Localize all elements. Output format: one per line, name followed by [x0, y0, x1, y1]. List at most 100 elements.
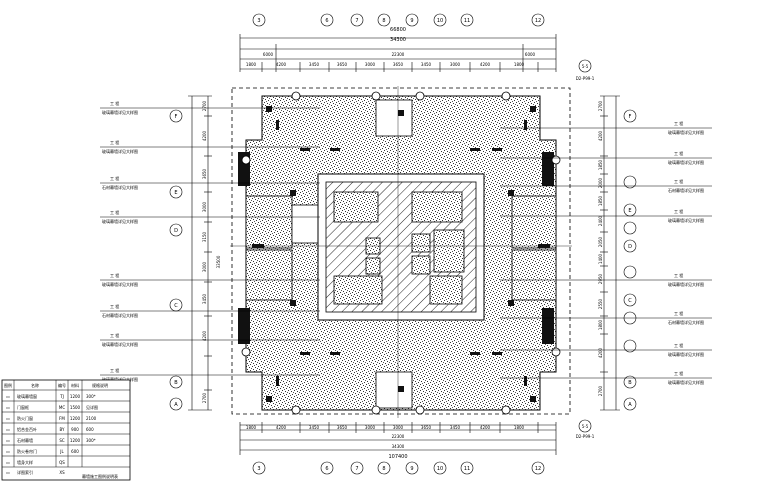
svg-text:1200: 1200 [70, 438, 81, 443]
corner-column [415, 91, 425, 101]
svg-text:B: B [628, 380, 632, 386]
svg-text:见详图: 见详图 [86, 404, 98, 410]
svg-text:E: E [174, 190, 177, 196]
right-segment-labels: 2700 4200 1850 2000 1850 2400 2050 1400 … [598, 100, 603, 396]
dim-top-overall: 66800 [390, 27, 406, 33]
svg-text:12: 12 [535, 18, 541, 24]
svg-text:3650: 3650 [421, 425, 432, 430]
svg-text:工 程: 工 程 [674, 150, 683, 156]
svg-text:1500: 1500 [70, 405, 81, 410]
svg-text:C: C [174, 303, 178, 309]
svg-text:4200: 4200 [276, 62, 287, 67]
svg-text:4200: 4200 [480, 62, 491, 67]
column-top-right [530, 106, 536, 112]
svg-text:8: 8 [382, 18, 385, 24]
dim-left-total: 33500 [216, 255, 221, 268]
svg-text:3000: 3000 [450, 62, 461, 67]
svg-text:A: A [174, 402, 178, 408]
svg-text:3000: 3000 [202, 261, 207, 272]
svg-text:▭: ▭ [6, 438, 10, 443]
svg-text:MC: MC [59, 405, 65, 410]
section-mark-top-label: 5-5 [582, 64, 589, 69]
svg-text:4200: 4200 [202, 330, 207, 341]
bottom-notch [375, 371, 413, 409]
core-lift-left-2 [365, 257, 381, 275]
svg-text:玻璃幕墙详见大样图: 玻璃幕墙详见大样图 [668, 217, 704, 223]
svg-text:D: D [628, 244, 632, 250]
svg-text:玻璃幕墙详见大样图: 玻璃幕墙详见大样图 [102, 109, 138, 115]
svg-text:防火卷帘门: 防火卷帘门 [17, 448, 37, 454]
svg-text:3000: 3000 [365, 62, 376, 67]
svg-text:6: 6 [325, 18, 328, 24]
svg-text:2700: 2700 [598, 100, 603, 111]
left-axis-labels: F E D C B A [174, 114, 178, 408]
svg-text:工 程: 工 程 [110, 332, 119, 338]
svg-text:4200: 4200 [202, 130, 207, 141]
svg-text:工 程: 工 程 [674, 272, 683, 278]
svg-text:3450: 3450 [202, 293, 207, 304]
right-axis-bubbles [623, 109, 637, 411]
svg-text:600: 600 [86, 427, 94, 432]
svg-text:JL: JL [59, 449, 64, 454]
svg-text:8: 8 [382, 466, 385, 472]
corner-column [551, 347, 561, 357]
svg-text:1800: 1800 [514, 425, 525, 430]
corner-column [291, 91, 301, 101]
shaft-left-bottom [238, 308, 250, 344]
corridor-left [291, 204, 319, 244]
svg-text:工 程: 工 程 [110, 272, 119, 278]
svg-text:3650: 3650 [337, 62, 348, 67]
column-bottom-left [266, 396, 272, 402]
core-stair-right [411, 191, 463, 223]
svg-text:工 程: 工 程 [110, 139, 119, 145]
svg-text:1800: 1800 [246, 62, 257, 67]
svg-text:▭: ▭ [6, 394, 10, 399]
legend-header: 图例 名称 编号 材料 规格说明 [4, 382, 108, 388]
core-wc-right [433, 229, 465, 273]
svg-text:1800: 1800 [246, 425, 257, 430]
svg-text:300*: 300* [86, 438, 96, 443]
corner-column [501, 405, 511, 415]
svg-text:4200: 4200 [598, 347, 603, 358]
svg-text:▭: ▭ [6, 405, 10, 410]
svg-text:门窗框: 门窗框 [17, 404, 29, 410]
svg-text:9: 9 [410, 466, 413, 472]
svg-text:3650: 3650 [393, 62, 404, 67]
svg-text:2400: 2400 [598, 215, 603, 226]
svg-text:3650: 3650 [337, 425, 348, 430]
svg-text:9: 9 [410, 18, 413, 24]
corner-column [371, 91, 381, 101]
svg-text:工 程: 工 程 [674, 370, 683, 376]
svg-text:规格说明: 规格说明 [92, 382, 108, 388]
svg-text:1800: 1800 [598, 319, 603, 330]
top-axis-bubbles [252, 13, 545, 27]
corner-column [551, 155, 561, 165]
svg-text:2550: 2550 [598, 298, 603, 309]
svg-text:1200: 1200 [70, 416, 81, 421]
svg-text:▭: ▭ [6, 427, 10, 432]
svg-text:工 程: 工 程 [110, 175, 119, 181]
svg-text:E: E [628, 208, 631, 214]
core-lift-right-2 [411, 255, 431, 275]
svg-text:3000: 3000 [365, 425, 376, 430]
svg-text:3650: 3650 [202, 168, 207, 179]
svg-text:3150: 3150 [202, 231, 207, 242]
svg-text:玻璃幕墙详见大样图: 玻璃幕墙详见大样图 [102, 341, 138, 347]
svg-text:石材幕墙详见大样图: 石材幕墙详见大样图 [102, 184, 138, 190]
svg-text:1800: 1800 [514, 62, 525, 67]
section-mark-bottom [578, 419, 592, 433]
bottom-axis-bubbles [252, 461, 545, 475]
section-mark-top-ref: D2-P99-1 [576, 76, 595, 81]
svg-text:4200: 4200 [598, 130, 603, 141]
dim-bottom-total: 34300 [392, 444, 405, 449]
svg-text:玻璃幕墙详见大样图: 玻璃幕墙详见大样图 [668, 379, 704, 385]
legend-footer: 幕墙施工图例说明表 [82, 473, 118, 479]
left-axis-bubbles [169, 109, 183, 411]
svg-text:12: 12 [535, 466, 541, 472]
legend-row: ▭ 防火门窗 FM 1200 2100 [6, 415, 97, 421]
dim-top-mid-left: 6000 [263, 52, 274, 57]
dim-top-mid-center: 22300 [392, 52, 405, 57]
